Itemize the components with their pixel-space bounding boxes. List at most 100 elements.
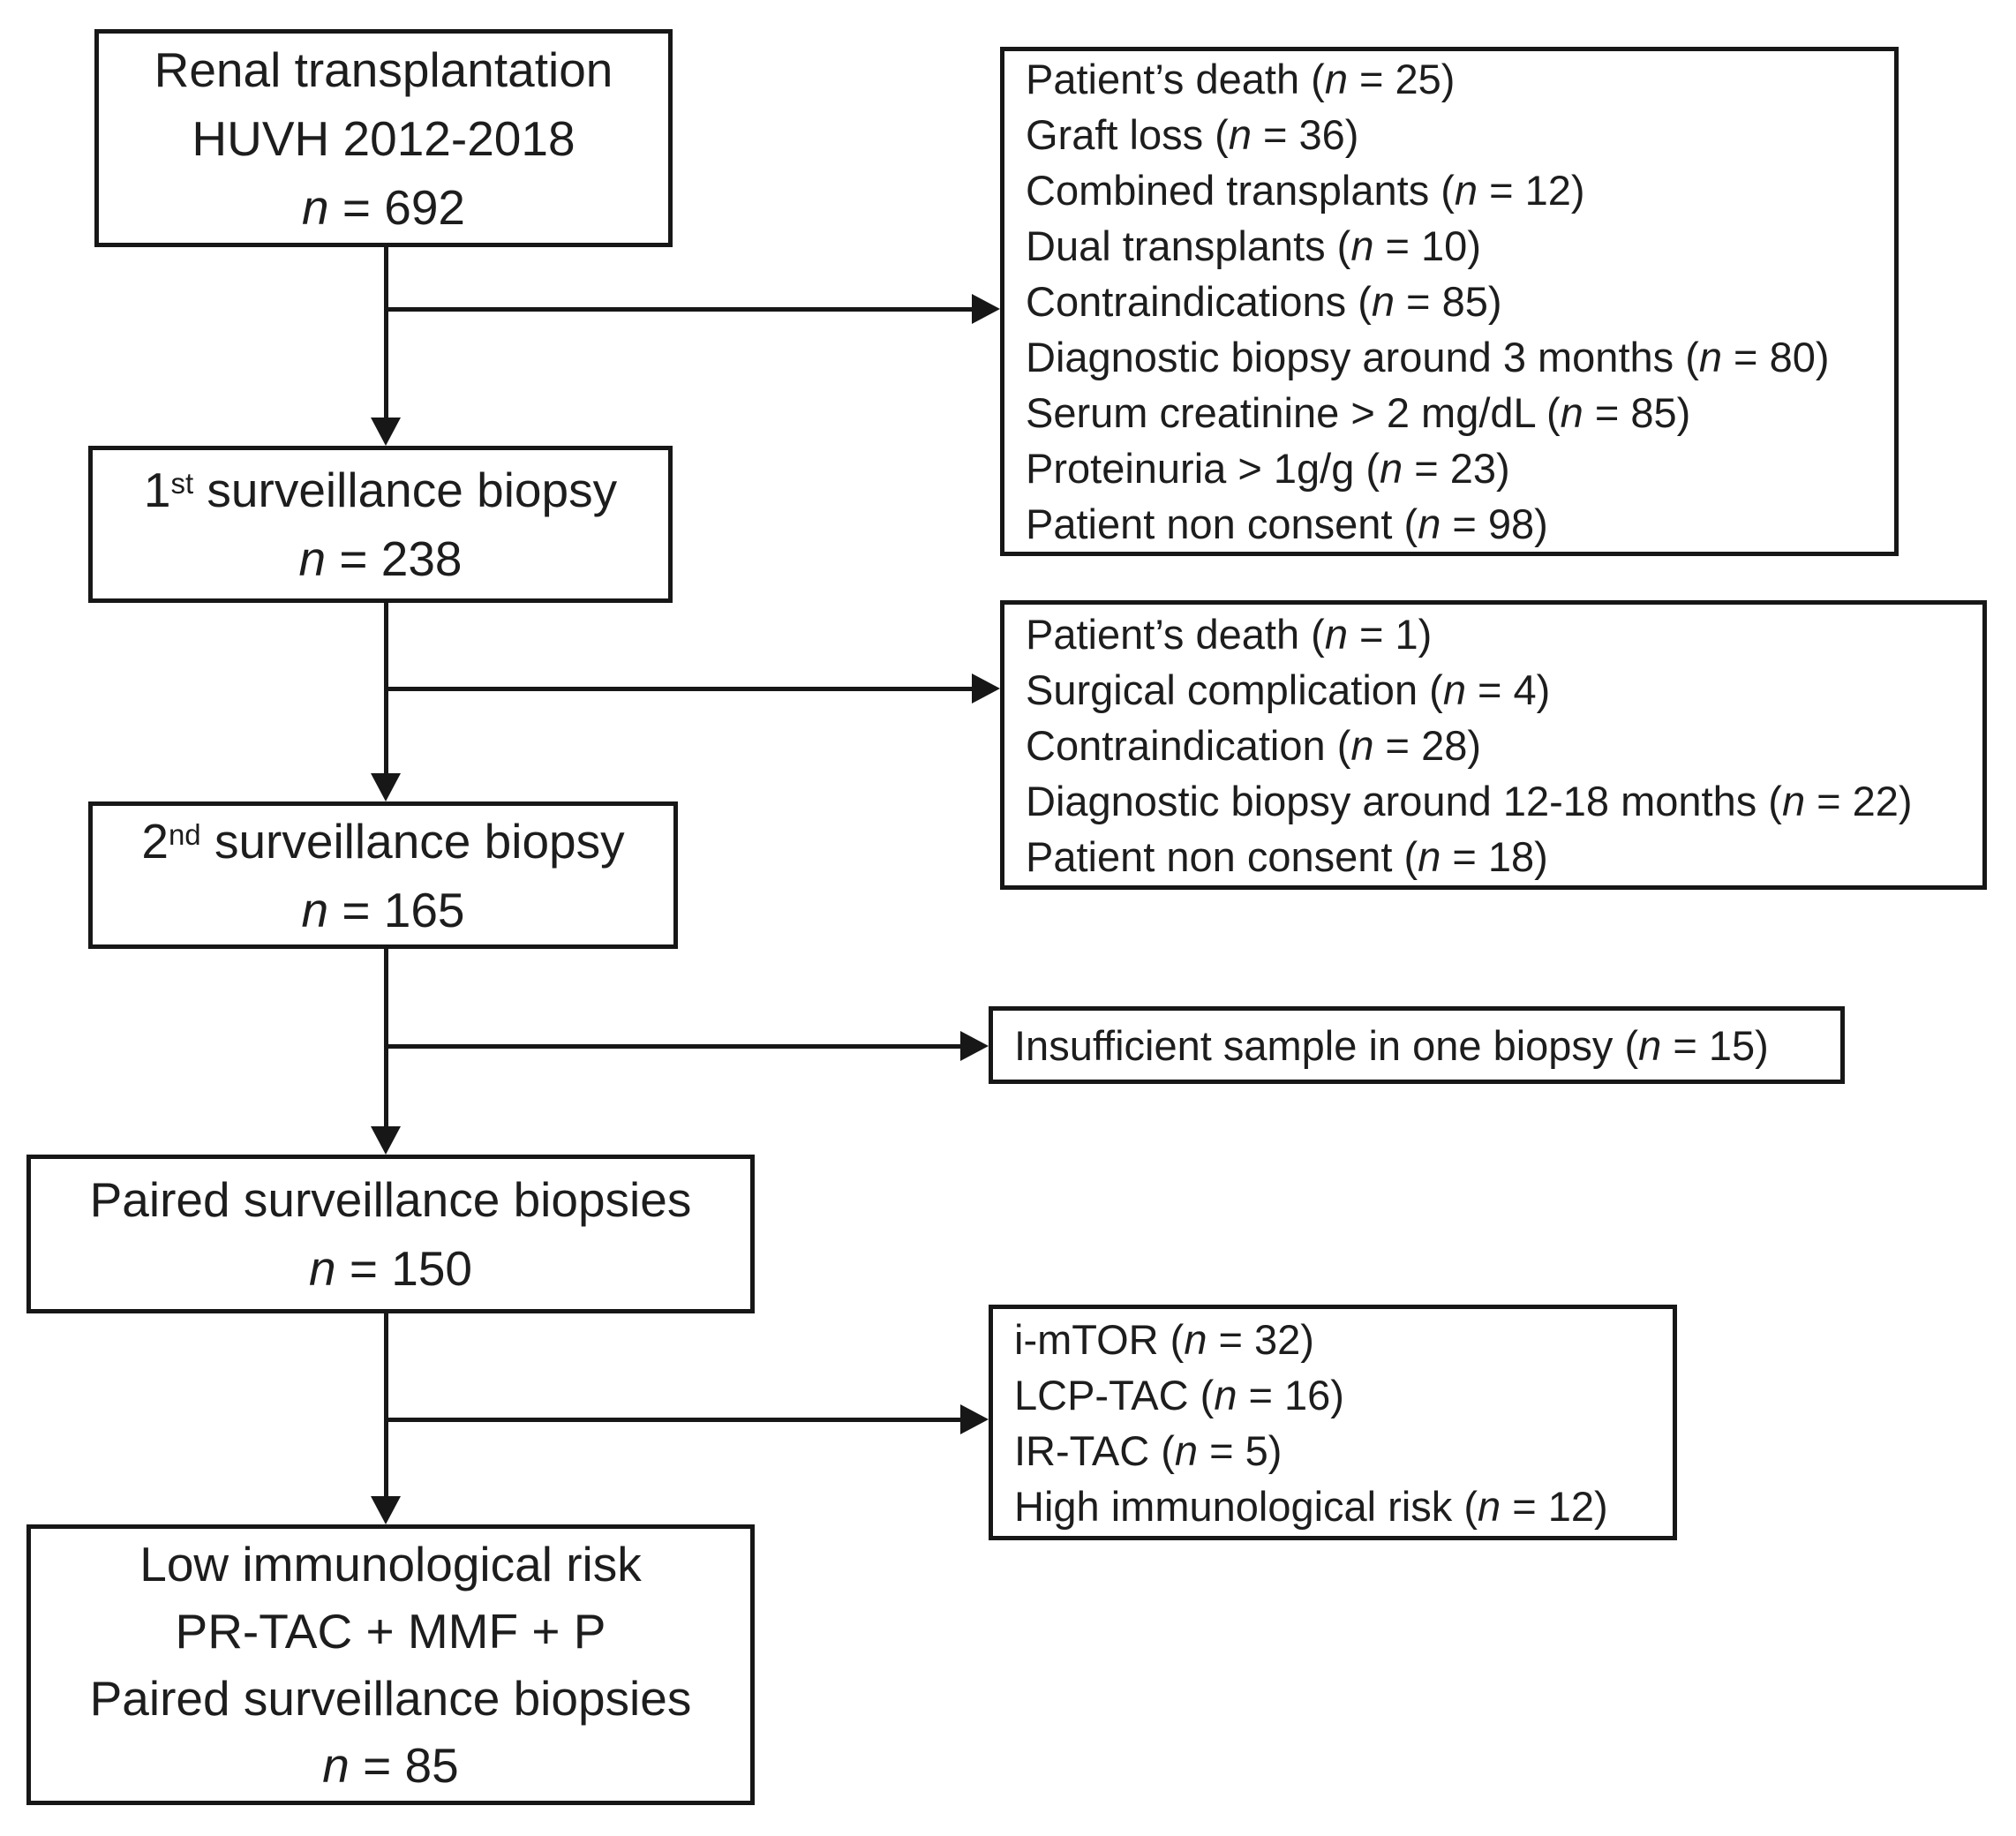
box-title-line: Renal transplantation bbox=[154, 41, 613, 97]
box-title-line: 2nd surveillance biopsy bbox=[141, 807, 624, 876]
box-n-line: n = 85 bbox=[322, 1732, 458, 1799]
exclusion-item: Patient non consent (n = 98) bbox=[1026, 496, 1887, 552]
n-value: 85 bbox=[404, 1738, 459, 1793]
ordinal: 1 bbox=[143, 463, 171, 517]
n-value: = 10) bbox=[1373, 222, 1481, 269]
n-symbol: n bbox=[1214, 1371, 1237, 1418]
box-renal-transplantation: Renal transplantation HUVH 2012-2018 n =… bbox=[94, 29, 673, 247]
n-value: = 98) bbox=[1441, 500, 1548, 547]
n-symbol: n bbox=[1350, 721, 1374, 769]
box-n-line: n = 238 bbox=[298, 524, 462, 593]
n-value: = 16) bbox=[1237, 1371, 1344, 1418]
exclusion-label: High immunological risk ( bbox=[1014, 1482, 1478, 1530]
n-value: = 25) bbox=[1347, 56, 1456, 102]
box-second-surveillance-biopsy: 2nd surveillance biopsy n = 165 bbox=[88, 801, 678, 949]
box-exclusions-regimen-risk: i-mTOR (n = 32)LCP-TAC (n = 16)IR-TAC (n… bbox=[989, 1305, 1677, 1540]
connector-line-horizontal bbox=[386, 307, 975, 312]
connector-line-horizontal bbox=[386, 687, 975, 691]
n-value: 165 bbox=[383, 882, 465, 937]
connector-line-horizontal bbox=[386, 1418, 964, 1422]
exclusion-item: Contraindications (n = 85) bbox=[1026, 274, 1887, 329]
box-paired-surveillance-biopsies: Paired surveillance biopsies n = 150 bbox=[26, 1155, 755, 1313]
n-equals: = bbox=[326, 531, 381, 586]
box-title-rest: surveillance biopsy bbox=[200, 813, 625, 869]
n-value: = 32) bbox=[1207, 1315, 1314, 1363]
n-equals: = bbox=[328, 882, 384, 937]
n-symbol: n bbox=[1174, 1426, 1199, 1474]
n-symbol: n bbox=[1418, 832, 1441, 880]
n-value: = 15) bbox=[1661, 1021, 1769, 1069]
box-subtitle-line: PR-TAC + MMF + P bbox=[175, 1604, 606, 1659]
exclusion-label: Patient non consent ( bbox=[1026, 500, 1418, 547]
exclusion-item: Graft loss (n = 36) bbox=[1026, 107, 1887, 162]
box-subtitle-line: Paired surveillance biopsies bbox=[89, 1671, 692, 1726]
n-symbol: n bbox=[298, 531, 327, 586]
n-value: = 5) bbox=[1198, 1426, 1283, 1474]
n-value: = 1) bbox=[1347, 610, 1433, 658]
n-value: 692 bbox=[384, 179, 466, 235]
arrowhead-down-icon bbox=[371, 1496, 401, 1524]
exclusion-label: Patient non consent ( bbox=[1026, 832, 1418, 880]
box-title-line: Paired surveillance biopsies bbox=[89, 1172, 692, 1227]
box-title-rest: surveillance biopsy bbox=[193, 463, 618, 517]
n-symbol: n bbox=[308, 1241, 336, 1296]
exclusion-label: Contraindication ( bbox=[1026, 721, 1351, 769]
exclusion-item: High immunological risk (n = 12) bbox=[1014, 1479, 1666, 1534]
box-n-line: n = 692 bbox=[302, 173, 465, 242]
exclusion-label: IR-TAC ( bbox=[1014, 1426, 1175, 1474]
box-low-immunological-risk: Low immunological risk PR-TAC + MMF + P … bbox=[26, 1524, 755, 1805]
n-value: = 18) bbox=[1441, 832, 1548, 880]
exclusion-item: Diagnostic biopsy around 12-18 months (n… bbox=[1026, 773, 1975, 829]
exclusion-label: LCP-TAC ( bbox=[1014, 1371, 1215, 1418]
n-value: 238 bbox=[380, 531, 463, 586]
connector-line-horizontal bbox=[386, 1044, 964, 1049]
exclusion-item: Insufficient sample in one biopsy (n = 1… bbox=[1014, 1018, 1833, 1073]
arrowhead-right-icon bbox=[960, 1031, 989, 1061]
exclusion-item: Serum creatinine > 2 mg/dL (n = 85) bbox=[1026, 385, 1887, 440]
box-title-line: 1st surveillance biopsy bbox=[144, 455, 617, 524]
n-value: = 28) bbox=[1373, 721, 1481, 769]
n-equals: = bbox=[328, 179, 385, 235]
connector-line-vertical bbox=[384, 949, 388, 1131]
n-symbol: n bbox=[1454, 167, 1478, 214]
n-symbol: n bbox=[301, 179, 329, 235]
n-symbol: n bbox=[1698, 334, 1722, 380]
arrowhead-right-icon bbox=[972, 294, 1000, 324]
exclusion-label: Proteinuria > 1g/g ( bbox=[1026, 445, 1380, 492]
exclusion-label: Patient’s death ( bbox=[1026, 56, 1325, 102]
connector-line-vertical bbox=[384, 1313, 388, 1501]
n-symbol: n bbox=[1478, 1482, 1501, 1530]
exclusion-item: Combined transplants (n = 12) bbox=[1026, 162, 1887, 218]
exclusion-label: Surgical complication ( bbox=[1026, 666, 1443, 713]
exclusion-label: Combined transplants ( bbox=[1026, 167, 1455, 214]
ordinal: 2 bbox=[141, 813, 169, 869]
exclusion-item: Proteinuria > 1g/g (n = 23) bbox=[1026, 440, 1887, 496]
exclusion-item: LCP-TAC (n = 16) bbox=[1014, 1367, 1666, 1423]
exclusion-label: Serum creatinine > 2 mg/dL ( bbox=[1026, 389, 1561, 436]
n-symbol: n bbox=[1228, 111, 1252, 158]
box-exclusions-before-second-biopsy: Patient’s death (n = 1)Surgical complica… bbox=[1000, 600, 1987, 890]
exclusion-label: Contraindications ( bbox=[1026, 278, 1372, 325]
n-symbol: n bbox=[1324, 610, 1348, 658]
arrowhead-right-icon bbox=[960, 1404, 989, 1434]
n-symbol: n bbox=[1350, 222, 1374, 269]
n-symbol: n bbox=[1380, 445, 1403, 492]
exclusion-label: Patient’s death ( bbox=[1026, 610, 1325, 658]
box-subtitle-line: HUVH 2012-2018 bbox=[192, 110, 575, 166]
arrowhead-down-icon bbox=[371, 773, 401, 801]
exclusion-label: Dual transplants ( bbox=[1026, 222, 1351, 269]
exclusion-label: Diagnostic biopsy around 12-18 months ( bbox=[1026, 777, 1782, 824]
exclusion-item: Patient’s death (n = 25) bbox=[1026, 51, 1887, 107]
arrowhead-down-icon bbox=[371, 418, 401, 446]
n-symbol: n bbox=[1324, 56, 1348, 102]
ordinal-suffix: nd bbox=[168, 817, 201, 851]
box-first-surveillance-biopsy: 1st surveillance biopsy n = 238 bbox=[88, 446, 673, 603]
n-value: = 85) bbox=[1395, 278, 1502, 325]
exclusion-item: Surgical complication (n = 4) bbox=[1026, 662, 1975, 718]
exclusion-item: Patient non consent (n = 18) bbox=[1026, 829, 1975, 884]
n-value: 150 bbox=[391, 1241, 473, 1296]
n-value: = 85) bbox=[1583, 389, 1691, 436]
n-equals: = bbox=[335, 1241, 392, 1296]
ordinal-suffix: st bbox=[170, 467, 194, 500]
